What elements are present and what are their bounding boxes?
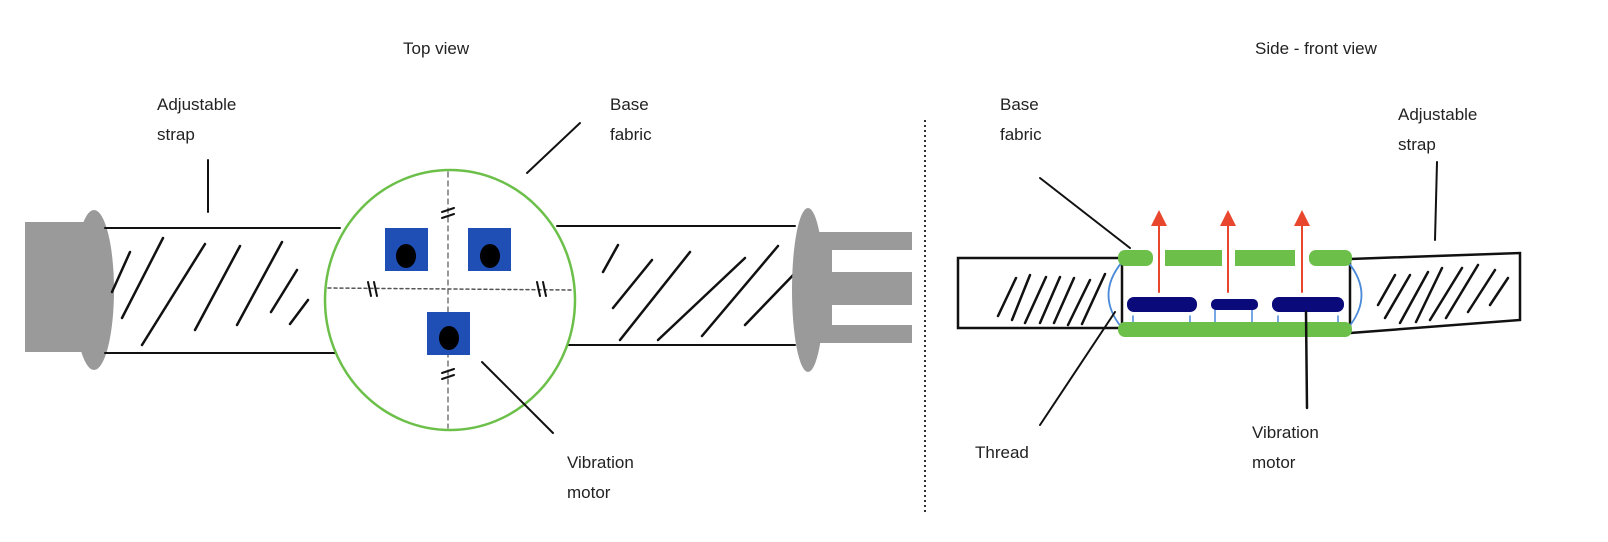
left-strap-hatching	[110, 236, 310, 347]
arrow-up-icon	[1294, 210, 1310, 293]
left-strap-side-hatching	[996, 272, 1107, 327]
vibration-motor-top-1	[385, 228, 428, 271]
vibration-motor-side-3	[1272, 297, 1344, 312]
thread-right	[1347, 261, 1363, 329]
leader-motor	[481, 361, 554, 434]
vibration-arrows	[1151, 210, 1310, 293]
base-fabric-bottom-layer	[1118, 322, 1352, 337]
label-vibration-motor-1: Vibration	[567, 453, 634, 472]
vibration-motor-top-2	[468, 228, 511, 271]
motor-shaft-dot	[396, 244, 416, 268]
right-strap-side-hatching	[1376, 263, 1510, 325]
leader-side-motor	[1304, 310, 1309, 410]
motor-shaft-dot	[480, 244, 500, 268]
top-view-drawing	[25, 122, 912, 434]
side-view-title: Side - front view	[1255, 39, 1377, 58]
vibration-motor-top-3	[427, 312, 470, 355]
equal-spacing-marks	[367, 207, 547, 380]
leader-side-base-fabric	[1039, 177, 1131, 249]
vibration-motor-side-1	[1127, 297, 1197, 312]
label-adjustable-strap-1: Adjustable	[157, 95, 237, 114]
motor-shaft-dot	[439, 326, 459, 350]
right-strap-side	[1348, 251, 1522, 335]
arrow-up-icon	[1151, 210, 1167, 293]
label-adjustable-strap-2: strap	[157, 125, 195, 144]
label-side-motor-1: Vibration	[1252, 423, 1319, 442]
leader-thread	[1039, 311, 1116, 426]
top-view-title: Top view	[403, 39, 470, 58]
label-thread: Thread	[975, 443, 1029, 462]
axis-dashed-horizontal	[327, 287, 573, 291]
arrow-up-icon	[1220, 210, 1236, 293]
side-view-drawing	[956, 161, 1522, 426]
label-side-strap-1: Adjustable	[1398, 105, 1478, 124]
left-clasp-cap	[74, 210, 114, 370]
thread-left	[1107, 261, 1123, 329]
right-strap-hatching	[601, 243, 800, 342]
right-clasp-prongs	[808, 232, 912, 343]
leader-base-fabric	[526, 122, 581, 174]
label-side-base-fabric-2: fabric	[1000, 125, 1042, 144]
base-fabric-top-layer	[1118, 250, 1352, 266]
label-base-fabric-2: fabric	[610, 125, 652, 144]
label-base-fabric-1: Base	[610, 95, 649, 114]
label-side-base-fabric-1: Base	[1000, 95, 1039, 114]
label-side-strap-2: strap	[1398, 135, 1436, 154]
vibration-motor-side-2	[1211, 299, 1258, 310]
leader-side-strap	[1434, 161, 1438, 241]
label-vibration-motor-2: motor	[567, 483, 611, 502]
label-side-motor-2: motor	[1252, 453, 1296, 472]
